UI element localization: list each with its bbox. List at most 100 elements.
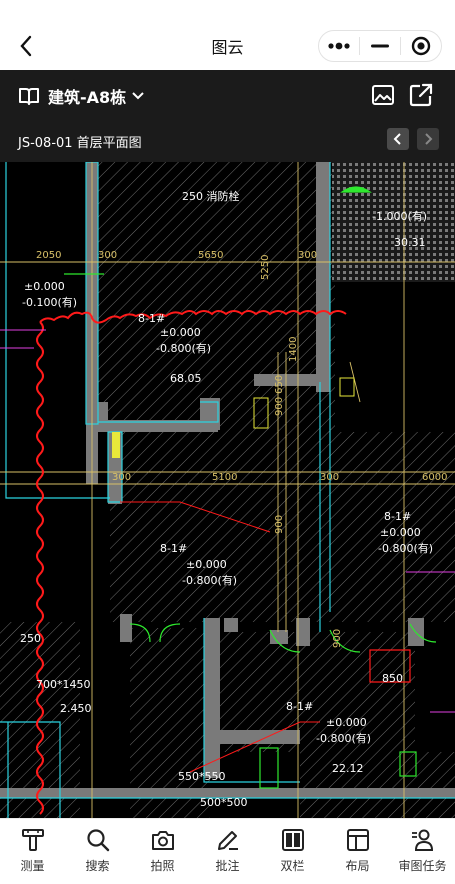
label-14: ±0.000 [186,558,227,571]
external-link-icon [409,83,433,107]
vdim-3: 650 [274,375,285,394]
tool-search[interactable]: 搜索 [65,819,130,884]
next-sheet-button[interactable] [417,128,439,150]
more-dots-icon [328,42,350,50]
close-mini-button[interactable] [401,31,441,61]
project-name: 建筑-A8栋 [48,88,127,107]
tool-dual[interactable]: 双栏 [260,819,325,884]
image-view-button[interactable] [370,82,396,108]
dimension-texts: 2050 300 5650 300 5250 300 5100 300 6000… [36,250,447,648]
review-task-icon [411,829,433,851]
walls [0,162,455,798]
capsule-divider [359,37,360,55]
tool-review[interactable]: 审图任务 [390,819,455,884]
label-2: ±0.000 [24,280,65,293]
yellow-marker [112,432,120,458]
dim-mid-3: 300 [320,472,339,483]
tool-layout[interactable]: 布局 [325,819,390,884]
dim-mid-4: 6000 [422,472,447,483]
drawing-header: 建筑-A8栋 JS-08-01 首层平面图 [0,70,455,162]
yellow-box-2 [253,397,269,429]
ruler-icon [21,829,44,851]
dimension-lines [0,162,455,818]
more-button[interactable] [319,31,359,61]
green-elements [64,186,437,789]
tool-photo-label: 拍照 [150,859,175,873]
vdim-5: 900 [332,629,343,648]
tool-annotate[interactable]: 批注 [195,819,260,884]
dim-mid-1: 300 [112,472,131,483]
label-8: -1.000(有) [372,209,427,223]
capsule-menu [318,30,442,62]
target-circle-icon [411,36,431,56]
dim-top-2: 300 [98,250,117,261]
tool-measure-label: 测量 [20,859,45,873]
label-3: -0.100(有) [22,295,77,309]
label-17: 700*1450 [36,678,91,691]
revision-clouds [36,310,411,815]
project-selector[interactable]: 建筑-A8栋 [18,84,144,108]
search-icon [86,829,109,852]
minus-icon [371,44,389,48]
label-16: 250 [20,632,41,645]
floor-plan-svg: 2050 300 5650 300 5250 300 5100 300 6000… [0,162,455,818]
tool-review-label: 审图任务 [398,859,447,873]
back-arrow-icon [20,35,32,57]
label-15: -0.800(有) [182,573,237,587]
annotation-texts: 250 消防栓 ±0.000 -0.100(有) 8-1# ±0.000 -0.… [20,189,433,809]
dim-top-5: 5250 [260,255,271,280]
layout-icon [346,829,369,851]
label-12: -0.800(有) [378,541,433,555]
page-title: 图云 [211,38,244,57]
image-icon [372,85,394,105]
label-10: 8-1# [384,510,411,523]
label-23: 500*500 [200,796,248,809]
chevron-right-icon [425,133,433,145]
label-5: ±0.000 [160,326,201,339]
label-1: 250 消防栓 [182,189,240,203]
label-24: 22.12 [332,762,364,775]
label-6: -0.800(有) [156,341,211,355]
dim-top-1: 2050 [36,250,61,261]
hatched-areas [0,162,455,818]
cad-drawing-canvas[interactable]: 2050 300 5650 300 5250 300 5100 300 6000… [0,162,455,818]
tool-photo[interactable]: 拍照 [130,819,195,884]
label-13: 8-1# [160,542,187,555]
tool-measure[interactable]: 测量 [0,819,65,884]
label-19: 8-1# [286,700,313,713]
tool-search-label: 搜索 [85,859,110,873]
capsule-divider [400,37,401,55]
vdim-1: 1400 [288,337,299,362]
sheet-title: JS-08-01 首层平面图 [18,136,142,151]
vdim-4: 900 [274,515,285,534]
label-22: 550*550 [178,770,226,783]
book-icon [19,88,39,105]
tool-layout-label: 布局 [345,859,370,873]
minimize-button[interactable] [360,31,400,61]
back-button[interactable] [12,30,40,62]
chevron-left-icon [393,133,401,145]
label-20: ±0.000 [326,716,367,729]
dim-top-3: 5650 [198,250,223,261]
dim-mid-2: 5100 [212,472,237,483]
label-25: 850 [382,672,403,685]
label-7: 68.05 [170,372,202,385]
label-11: ±0.000 [380,526,421,539]
label-21: -0.800(有) [316,731,371,745]
open-external-button[interactable] [408,82,434,108]
nav-bar: 图云 [0,0,455,70]
label-4: 8-1# [138,312,165,325]
magenta-elements [0,329,455,713]
tool-dual-label: 双栏 [280,859,305,873]
split-view-icon [281,829,304,851]
label-18: 2.450 [60,702,92,715]
pencil-icon [217,831,238,850]
vdim-2: 900 [274,397,285,416]
tool-annotate-label: 批注 [215,859,240,873]
yellow-box [339,377,355,397]
label-9: 30.31 [394,236,426,249]
camera-icon [151,831,174,850]
prev-sheet-button[interactable] [387,128,409,150]
chevron-down-icon [132,92,144,100]
bottom-toolbar: 测量 搜索 拍照 批注 双栏 布 [0,818,455,884]
